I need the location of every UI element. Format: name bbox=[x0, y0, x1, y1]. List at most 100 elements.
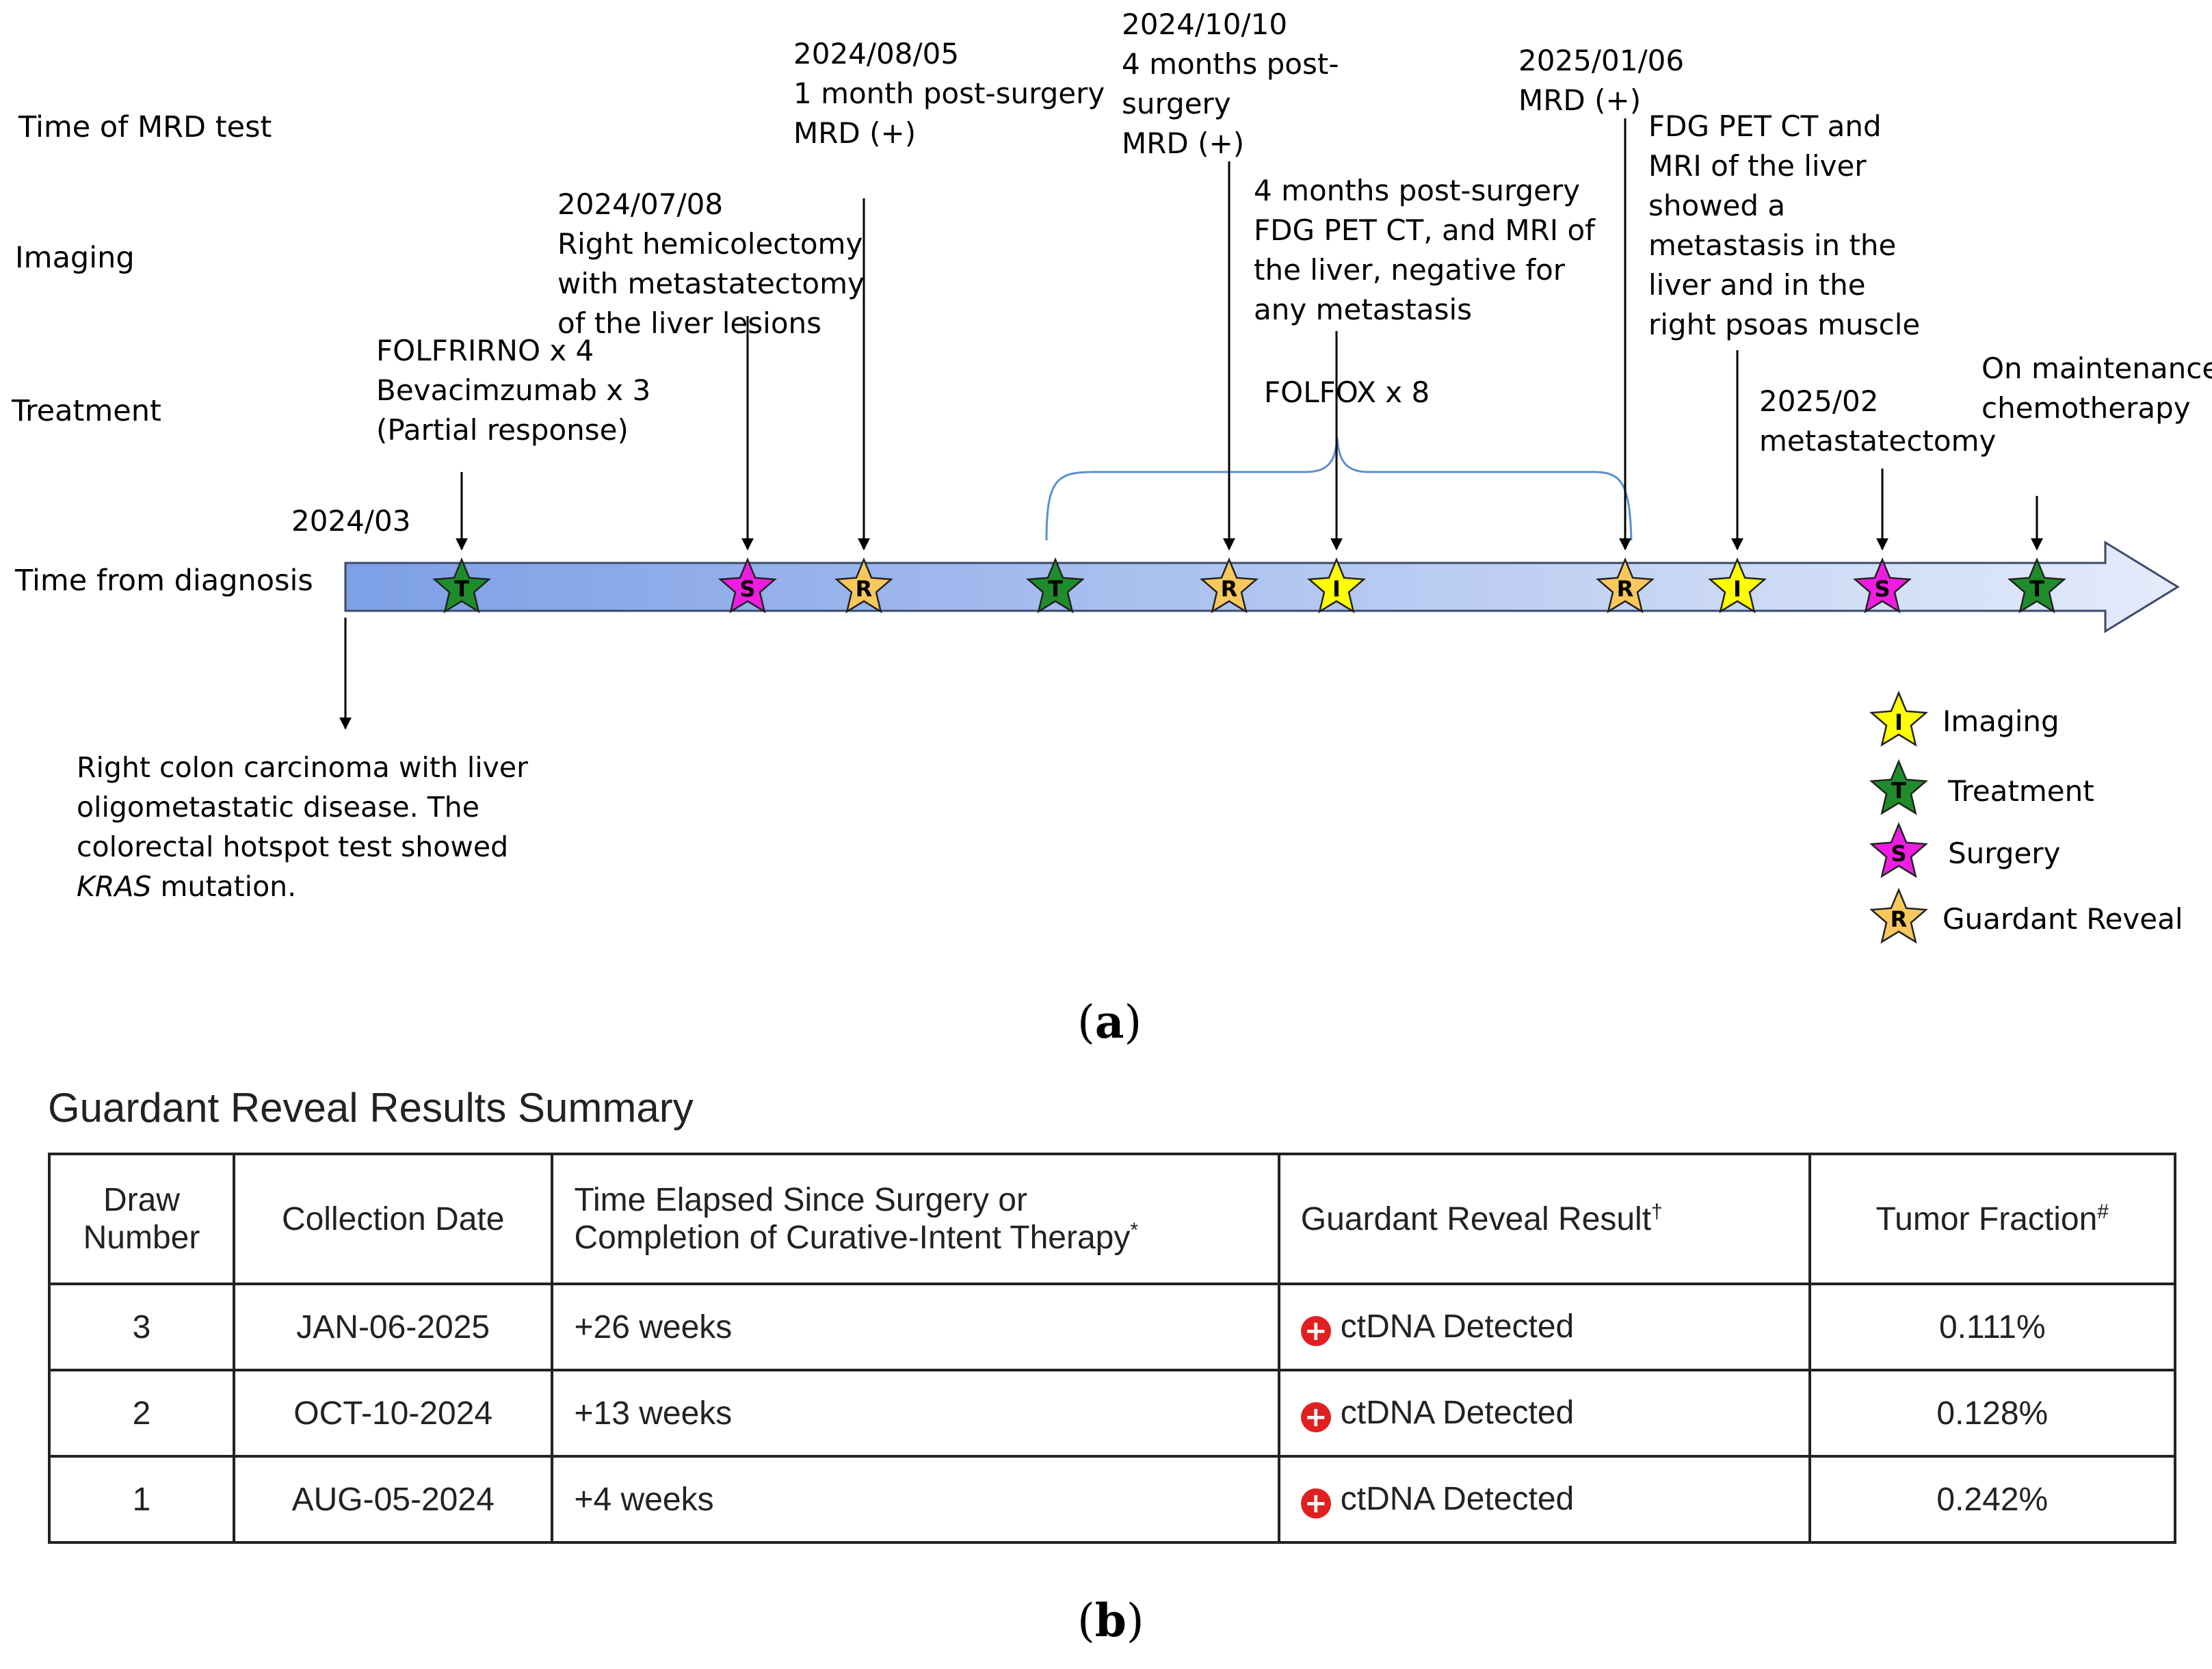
event-star-8-shape bbox=[1708, 557, 1767, 614]
bracket-label-folfox: FOLFOX x 8 bbox=[1264, 376, 1430, 409]
event-star-5: R bbox=[1200, 557, 1259, 614]
table-title: Guardant Reveal Results Summary bbox=[48, 1085, 694, 1131]
event-label-imaging-negative: 4 months post-surgery FDG PET CT, and MR… bbox=[1254, 174, 1595, 326]
cell-draw-number: 2 bbox=[48, 1369, 235, 1458]
event-star-5-letter: R bbox=[1221, 576, 1238, 602]
legend-star-treatment-letter: T bbox=[1891, 778, 1906, 804]
diagnosis-line-4: KRAS mutation. bbox=[77, 867, 528, 906]
event-star-3-letter: R bbox=[856, 576, 873, 602]
event-star-9-letter: S bbox=[1874, 576, 1890, 602]
header-draw-number: Draw Number bbox=[48, 1153, 235, 1285]
event-star-7-letter: R bbox=[1617, 576, 1634, 602]
event-star-9-shape bbox=[1853, 557, 1912, 614]
event-star-2-shape bbox=[718, 557, 777, 614]
folfox-bracket bbox=[1045, 437, 1633, 541]
row-label-treatment: Treatment bbox=[12, 394, 161, 428]
cell-tumor-fraction: 0.128% bbox=[1808, 1369, 2177, 1458]
event-label-imaging-metastasis: FDG PET CT and MRI of the liver showed a… bbox=[1648, 109, 1921, 341]
event-star-4-shape bbox=[1026, 557, 1085, 614]
row-label-imaging: Imaging bbox=[15, 241, 135, 275]
cell-time-elapsed: +13 weeks bbox=[551, 1369, 1280, 1458]
result-text: ctDNA Detected bbox=[1340, 1395, 1575, 1431]
event-star-9: S bbox=[1853, 557, 1912, 614]
event-star-7: R bbox=[1596, 557, 1655, 614]
event-star-3-shape bbox=[834, 557, 893, 614]
event-label-mrd-aug: 2024/08/05 1 month post-surgery MRD (+) bbox=[793, 37, 1105, 150]
row-label-time: Time from diagnosis bbox=[15, 564, 313, 598]
panel-label-a: (a) bbox=[1077, 995, 1142, 1049]
event-label-maintenance: On maintenance chemotherapy bbox=[1981, 352, 2212, 425]
event-star-6-letter: I bbox=[1332, 576, 1341, 602]
event-star-6-shape bbox=[1307, 557, 1366, 614]
event-label-mrd-oct: 2024/10/10 4 months post- surgery MRD (+… bbox=[1122, 8, 1339, 160]
ctdna-plus-icon: + bbox=[1300, 1316, 1331, 1346]
legend-star-treatment: T bbox=[1869, 759, 1928, 815]
cell-reveal-result: + ctDNA Detected bbox=[1277, 1369, 1811, 1458]
event-star-2: S bbox=[718, 557, 777, 614]
header-collection-date: Collection Date bbox=[232, 1153, 554, 1285]
event-star-4: T bbox=[1026, 557, 1085, 614]
event-label-hemicolectomy: 2024/07/08 Right hemicolectomy with meta… bbox=[557, 187, 865, 340]
panel-label-b: (b) bbox=[1077, 1594, 1144, 1647]
legend-label-imaging: Imaging bbox=[1943, 705, 2059, 738]
event-star-6: I bbox=[1307, 557, 1366, 614]
legend-star-imaging: I bbox=[1869, 690, 1928, 747]
legend-star-reveal-letter: R bbox=[1891, 906, 1908, 932]
event-star-8: I bbox=[1708, 557, 1767, 614]
header-reveal-result: Guardant Reveal Result† bbox=[1277, 1153, 1811, 1285]
cell-draw-number: 1 bbox=[48, 1455, 235, 1544]
event-star-3: R bbox=[834, 557, 893, 614]
diagnosis-line-4-rest: mutation. bbox=[151, 870, 297, 903]
diagnosis-note: Right colon carcinoma with liver oligome… bbox=[77, 748, 528, 906]
legend-star-imaging-letter: I bbox=[1895, 709, 1903, 735]
legend-stars: I T S R bbox=[1869, 690, 1928, 944]
event-star-8-letter: I bbox=[1733, 576, 1741, 602]
event-star-10: T bbox=[2007, 557, 2066, 614]
cell-tumor-fraction: 0.242% bbox=[1808, 1455, 2177, 1544]
result-text: ctDNA Detected bbox=[1340, 1481, 1575, 1517]
cell-time-elapsed: +26 weeks bbox=[551, 1283, 1280, 1371]
cell-reveal-result: + ctDNA Detected bbox=[1277, 1455, 1811, 1544]
kras-gene: KRAS bbox=[77, 870, 152, 903]
cell-collection-date: AUG-05-2024 bbox=[232, 1455, 554, 1544]
cell-time-elapsed: +4 weeks bbox=[551, 1455, 1280, 1544]
cell-tumor-fraction: 0.111% bbox=[1808, 1283, 2177, 1371]
legend-label-reveal: Guardant Reveal bbox=[1943, 902, 2183, 936]
diagnosis-line-3: colorectal hotspot test showed bbox=[77, 830, 509, 863]
results-table: Draw Number Collection Date Time Elapsed… bbox=[48, 1153, 2177, 1544]
legend-star-surgery-shape bbox=[1869, 822, 1928, 878]
ctdna-plus-icon: + bbox=[1300, 1402, 1331, 1432]
header-tumor-fraction: Tumor Fraction# bbox=[1808, 1153, 2177, 1285]
result-text: ctDNA Detected bbox=[1340, 1309, 1575, 1345]
event-star-2-letter: S bbox=[739, 576, 755, 602]
legend-star-surgery: S bbox=[1869, 822, 1928, 878]
event-star-5-shape bbox=[1200, 557, 1259, 614]
event-star-1: T bbox=[432, 557, 491, 614]
cell-draw-number: 3 bbox=[48, 1283, 235, 1371]
folfox-bracket-line bbox=[1045, 437, 1633, 541]
legend-label-treatment: Treatment bbox=[1948, 774, 2094, 808]
timeline-arrow bbox=[344, 540, 2180, 633]
header-time-elapsed: Time Elapsed Since Surgery or Completion… bbox=[551, 1153, 1280, 1285]
diagnosis-line-2: oligometastatic disease. The bbox=[77, 791, 479, 824]
event-label-metastatectomy: 2025/02 metastatectomy bbox=[1759, 384, 1997, 458]
cell-collection-date: OCT-10-2024 bbox=[232, 1369, 554, 1458]
cell-collection-date: JAN-06-2025 bbox=[232, 1283, 554, 1371]
timeline-diagram: T S R T R I R I S T I T S R bbox=[339, 118, 2180, 944]
legend-star-surgery-letter: S bbox=[1891, 841, 1906, 867]
event-star-1-letter: T bbox=[454, 576, 469, 602]
event-arrows bbox=[456, 118, 2043, 551]
table-header-row: Draw Number Collection Date Time Elapsed… bbox=[48, 1153, 2177, 1285]
event-star-10-shape bbox=[2007, 557, 2066, 614]
event-star-4-letter: T bbox=[1048, 576, 1063, 602]
legend-label-surgery: Surgery bbox=[1948, 837, 2061, 870]
ctdna-plus-icon: + bbox=[1300, 1488, 1331, 1519]
legend-star-reveal: R bbox=[1869, 887, 1928, 944]
legend-star-imaging-shape bbox=[1869, 690, 1928, 747]
diagnosis-line-1: Right colon carcinoma with liver bbox=[77, 751, 528, 784]
event-label-mrd-jan: 2025/01/06 MRD (+) bbox=[1518, 44, 1685, 117]
